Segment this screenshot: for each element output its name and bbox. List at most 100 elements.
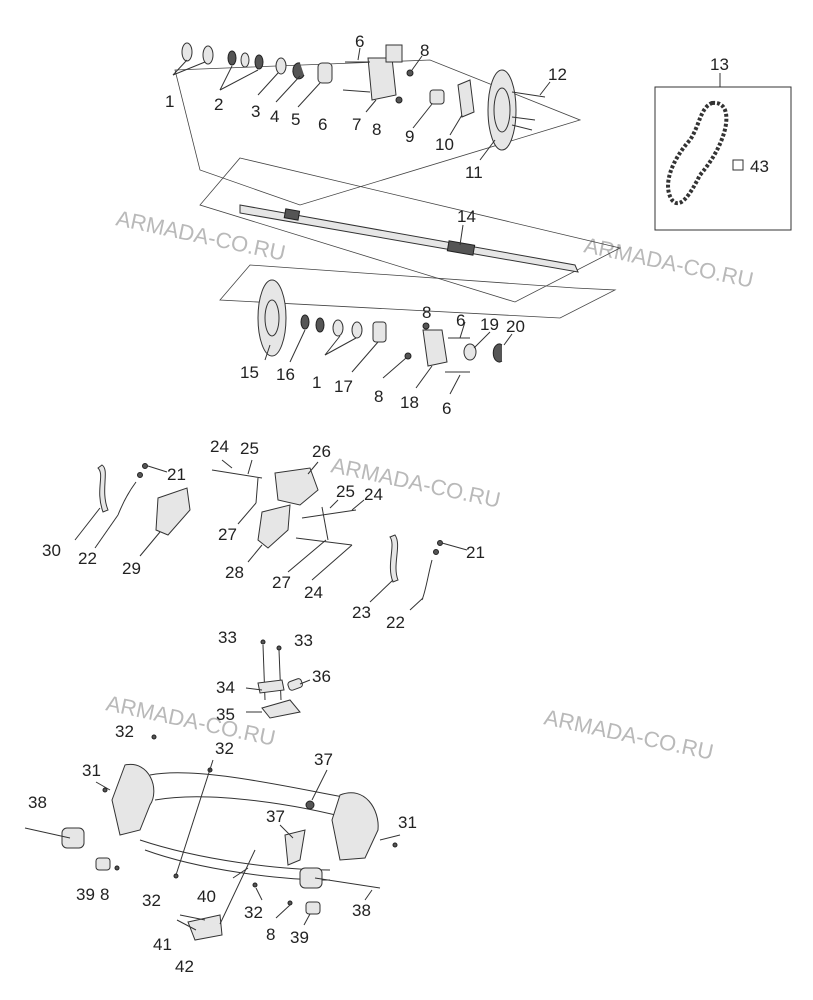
- leader-line: [357, 47, 361, 61]
- leader-line: [311, 769, 328, 801]
- callout-label: 33: [294, 631, 313, 650]
- callout-label: 26: [312, 442, 331, 461]
- bearing-part: [240, 52, 250, 68]
- callout-label: 17: [334, 377, 353, 396]
- callout-label: 36: [312, 667, 331, 686]
- leader-line: [247, 544, 263, 563]
- swingarm-frame-assembly: [24, 734, 401, 941]
- bushing-part: [287, 678, 303, 691]
- callout-label: 22: [78, 549, 97, 568]
- callout-label: 39: [76, 885, 95, 904]
- leader-line: [247, 459, 253, 475]
- leader-line: [411, 55, 423, 71]
- brake-pin-part: [421, 559, 433, 601]
- brake-caliper-assembly: [74, 459, 468, 611]
- callout-label: 20: [506, 317, 525, 336]
- nut-part: [252, 882, 258, 888]
- leader-line: [441, 542, 468, 551]
- bearing-part: [181, 42, 193, 62]
- assembly-outline: [199, 157, 622, 303]
- brake-hose-part: [389, 534, 399, 583]
- right-swingarm-plate: [331, 792, 379, 861]
- callout-label: 14: [457, 207, 476, 226]
- bushing-part: [463, 343, 477, 361]
- leader-line: [172, 61, 206, 76]
- callout-label: 6: [442, 399, 451, 418]
- leader-line: [351, 499, 365, 511]
- frame-tube: [154, 796, 356, 821]
- top-hub-assembly: [172, 42, 582, 206]
- callout-label: 15: [240, 363, 259, 382]
- leader-line: [539, 81, 551, 96]
- leader-line: [479, 139, 496, 161]
- leader-line: [379, 834, 401, 841]
- axle-assembly: [199, 157, 622, 319]
- callout-label: 4: [270, 107, 279, 126]
- bolt-part: [179, 914, 206, 921]
- leader-line: [503, 333, 513, 346]
- callout-labels: 1 2 3 4 5 6 6 7 8 8 9 10 12 11 14 15 16 …: [28, 32, 567, 976]
- spacer-part: [429, 89, 445, 105]
- callout-label: 31: [398, 813, 417, 832]
- callout-label: 3: [251, 102, 260, 121]
- callout-label: 13: [710, 55, 729, 74]
- callout-label: 38: [28, 793, 47, 812]
- callout-label: 43: [750, 157, 769, 176]
- watermark: ARMADA-CO.RU: [104, 690, 278, 750]
- callout-label: 6: [456, 311, 465, 330]
- callout-label: 35: [216, 705, 235, 724]
- callout-label: 30: [42, 541, 61, 560]
- callout-label: 24: [304, 583, 323, 602]
- callout-label: 8: [374, 387, 383, 406]
- callout-label: 39: [290, 928, 309, 947]
- callout-label: 24: [210, 437, 229, 456]
- leader-line: [459, 224, 464, 246]
- callout-label: 16: [276, 365, 295, 384]
- leader-line: [237, 502, 257, 525]
- callout-label: 8: [266, 925, 275, 944]
- bolt-part: [511, 91, 546, 98]
- brake-pin-part: [117, 481, 137, 516]
- mount-bracket-part: [284, 829, 306, 866]
- nut-part: [406, 69, 414, 77]
- leader-line: [275, 904, 291, 919]
- callout-label: 1: [312, 373, 321, 392]
- callout-label: 28: [225, 563, 244, 582]
- bracket-assembly: [245, 639, 311, 719]
- nut-part: [114, 865, 120, 871]
- nut-part: [287, 900, 293, 906]
- callout-label: 12: [548, 65, 567, 84]
- callout-label: 9: [405, 127, 414, 146]
- callout-label: 11: [465, 163, 483, 182]
- nut-part: [102, 787, 108, 793]
- pivot-bolt-part: [314, 877, 381, 889]
- plate-part: [257, 679, 285, 694]
- brake-pad-part: [155, 487, 191, 536]
- leader-line: [219, 849, 256, 925]
- caliper-body-part: [274, 467, 319, 506]
- leader-line: [74, 507, 101, 541]
- watermark: ARMADA-CO.RU: [542, 704, 716, 764]
- leader-line: [329, 499, 339, 509]
- bolt-part: [301, 509, 357, 519]
- leader-line: [176, 919, 197, 931]
- inset-box: [654, 86, 792, 231]
- bolt-part: [211, 469, 263, 479]
- bearing-part: [332, 319, 344, 337]
- brake-disc-hub: [264, 299, 280, 337]
- leader-line: [311, 544, 353, 581]
- callout-label: 33: [218, 628, 237, 647]
- leader-line: [449, 374, 461, 395]
- chain-link-icon: [732, 159, 744, 171]
- assembly-outline: [219, 264, 617, 319]
- leader-line: [147, 465, 168, 473]
- bushing-part: [317, 62, 333, 84]
- leader-line: [264, 344, 271, 361]
- callout-label: 32: [142, 891, 161, 910]
- callout-label: 8: [420, 41, 429, 60]
- bolt-part: [511, 116, 536, 121]
- leader-line: [365, 99, 377, 113]
- bearing-housing: [367, 57, 397, 101]
- callout-label: 27: [218, 525, 237, 544]
